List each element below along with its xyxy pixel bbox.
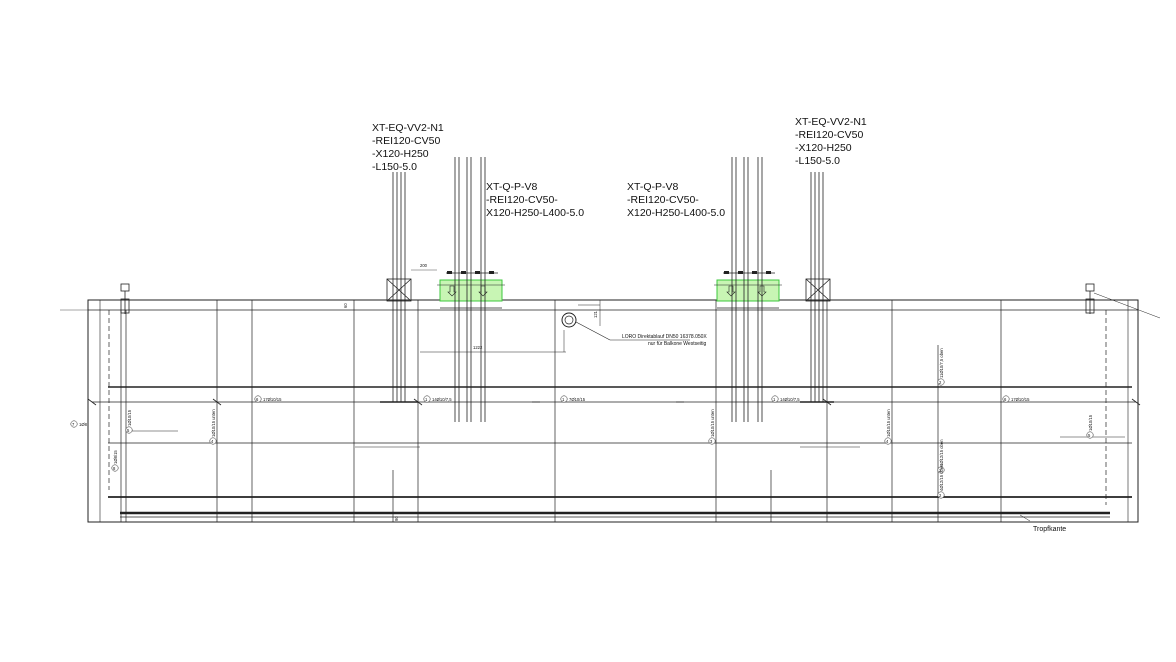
vertical-stirrups (108, 300, 1107, 522)
dim-1222: 1222 (473, 345, 483, 350)
qp-right-line-1: XT-Q-P-V8 (627, 181, 679, 193)
arrow-down-icon (447, 285, 488, 297)
rebar-markers (70, 378, 1094, 499)
rebar-1-mid-num: 1 (562, 397, 565, 402)
dim-200: 200 (420, 263, 428, 268)
dimension-ticks (87, 398, 1141, 406)
eq-element-left (380, 172, 437, 403)
rebar-2-top-num: 2 (939, 380, 942, 385)
eq-element-right (800, 172, 834, 403)
qp-left-line-3: X120-H250-L400-5.0 (486, 207, 584, 219)
edge-anchor-right (1085, 283, 1161, 319)
rebar-5-left-text: 1Ø10/15 (127, 409, 132, 426)
rebar-1-left-text: 14Ø10/7,5 (432, 397, 452, 402)
rebar-5-left-num: 5 (127, 428, 130, 433)
rebar-2-bot-text: 4Ø12/15 oben (939, 464, 944, 491)
eq-right-line-3: -X120-H250 (795, 142, 852, 154)
edge-anchor-left (120, 283, 130, 314)
rebar-8-left-num: 8 (113, 466, 116, 471)
rebar-2-top-text: 11Ø10/7,5 oben (939, 348, 944, 378)
drain-note-line-1: LORO Direktablauf DN50 16378.050X (622, 334, 707, 340)
rebar-3-mid-text: 1Ø10/15 unten (710, 409, 715, 437)
rebar-7-num: 7 (72, 422, 75, 427)
qp-right-line-2: -REI120-CV50- (627, 194, 699, 206)
rebar-1-mid-text: 7Ø10/15 (569, 397, 586, 402)
rebar-2-mid-text: 4Ø12/15 oben (939, 439, 944, 466)
rebar-5-right-num: 5 (1088, 433, 1091, 438)
arrow-down-icon (726, 285, 767, 297)
qp-left-line-2: -REI120-CV50- (486, 194, 558, 206)
rebar-7-text: 1Ø8 (79, 422, 88, 427)
tropfkante-leader (1019, 514, 1031, 522)
rebar-5-right-text: 1Ø10/15 (1088, 414, 1093, 431)
rebar-3-mid-num: 3 (710, 439, 713, 444)
rebar-4-left-text: 1Ø10/15 unten (211, 409, 216, 437)
rebar-1-right-text: 14Ø10/7,5 (780, 397, 800, 402)
dim-60: 60 (343, 303, 348, 308)
eq-left-line-3: -X120-H250 (372, 148, 429, 160)
tropfkante-label: Tropfkante (1033, 526, 1066, 533)
dim-90: 90 (394, 516, 399, 521)
horizontal-rebars (92, 386, 1136, 518)
eq-left-line-4: -L150-5.0 (372, 161, 417, 173)
rebar-1-right-num: 1 (773, 397, 776, 402)
rebar-8-left-text: 1Ø8/15 (113, 450, 118, 464)
drain-note-line-2: nur für Balkone Westseitig (648, 341, 706, 347)
eq-left-line-1: XT-EQ-VV2-N1 (372, 122, 444, 134)
rebar-1-left-num: 1 (425, 397, 428, 402)
qp-left-line-1: XT-Q-P-V8 (486, 181, 538, 193)
qp-element-right (714, 157, 782, 422)
eq-left-line-2: -REI120-CV50 (372, 135, 440, 147)
eq-right-line-1: XT-EQ-VV2-N1 (795, 116, 867, 128)
qp-right-line-3: X120-H250-L400-5.0 (627, 207, 725, 219)
rebar-6-left-text: 17Ø10/15 (263, 397, 282, 402)
qp-element-left (437, 157, 505, 422)
rebar-4-left-num: 4 (211, 439, 214, 444)
rebar-2-bot-num: 2 (939, 493, 942, 498)
drain-symbol (420, 300, 690, 353)
rebar-4-right-num: 4 (886, 439, 889, 444)
rebar-6-left-num: 6 (256, 397, 259, 402)
rebar-6-right-num: 6 (1004, 397, 1007, 402)
eq-right-line-4: -L150-5.0 (795, 155, 840, 167)
dim-121: 121 (593, 310, 598, 318)
slab-outline (60, 299, 1139, 523)
rebar-4-right-text: 1Ø10/15 unten (886, 409, 891, 437)
rebar-6-right-text: 17Ø10/15 (1011, 397, 1030, 402)
eq-right-line-2: -REI120-CV50 (795, 129, 863, 141)
rebar-2-mid-num: 2 (939, 468, 942, 473)
